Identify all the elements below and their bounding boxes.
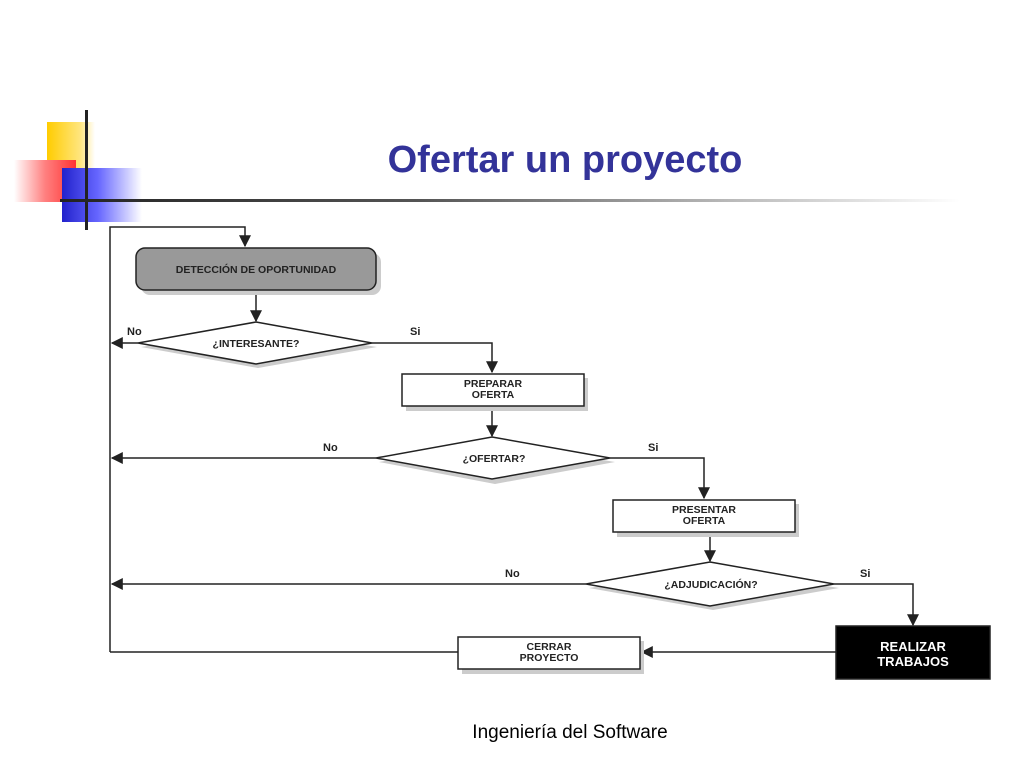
node-prepare-label-1: PREPARAR [464,378,523,390]
node-present-label-1: PRESENTAR [672,504,736,516]
node-close-project: CERRAR PROYECTO [457,636,644,674]
decision-award-label: ¿ADJUDICACIÓN? [664,578,757,591]
node-detection-label: DETECCIÓN DE OPORTUNIDAD [176,263,337,276]
connectors [109,226,919,658]
slide-footer: Ingeniería del Software [472,722,668,743]
node-do-work: REALIZAR TRABAJOS [835,625,991,680]
edge-interesting-yes [372,342,498,374]
edge-label-offer-yes: Si [648,442,658,454]
node-detection: DETECCIÓN DE OPORTUNIDAD [135,247,381,295]
edge-label-interesting-yes: Si [410,326,420,338]
decor-blue-square [62,168,142,222]
node-prepare-offer: PREPARAR OFERTA [401,373,588,411]
node-prepare-label-2: OFERTA [472,389,515,401]
node-work-label-2: TRABAJOS [877,654,949,669]
decision-offer-label: ¿OFERTAR? [463,453,526,465]
node-close-label-2: PROYECTO [520,652,579,664]
node-close-label-1: CERRAR [527,641,572,653]
edge-label-award-no: No [505,568,520,580]
edge-label-interesting-no: No [127,326,142,338]
slide-title: Ofertar un proyecto [387,139,743,181]
edge-loop-to-detection [109,226,251,652]
edge-offer-yes [610,457,710,500]
edge-award-yes [834,583,919,627]
decision-offer: ¿OFERTAR? [375,436,615,484]
node-present-offer: PRESENTAR OFERTA [612,499,799,537]
decision-interesting: ¿INTERESANTE? [137,321,377,368]
edge-label-offer-no: No [323,442,338,454]
node-present-label-2: OFERTA [683,515,726,527]
decision-interesting-label: ¿INTERESANTE? [213,338,300,350]
edge-label-award-yes: Si [860,568,870,580]
node-work-label-1: REALIZAR [880,639,946,654]
decision-award: ¿ADJUDICACIÓN? [585,561,839,610]
title-underline [60,199,960,202]
decor-vertical-line [85,110,88,230]
